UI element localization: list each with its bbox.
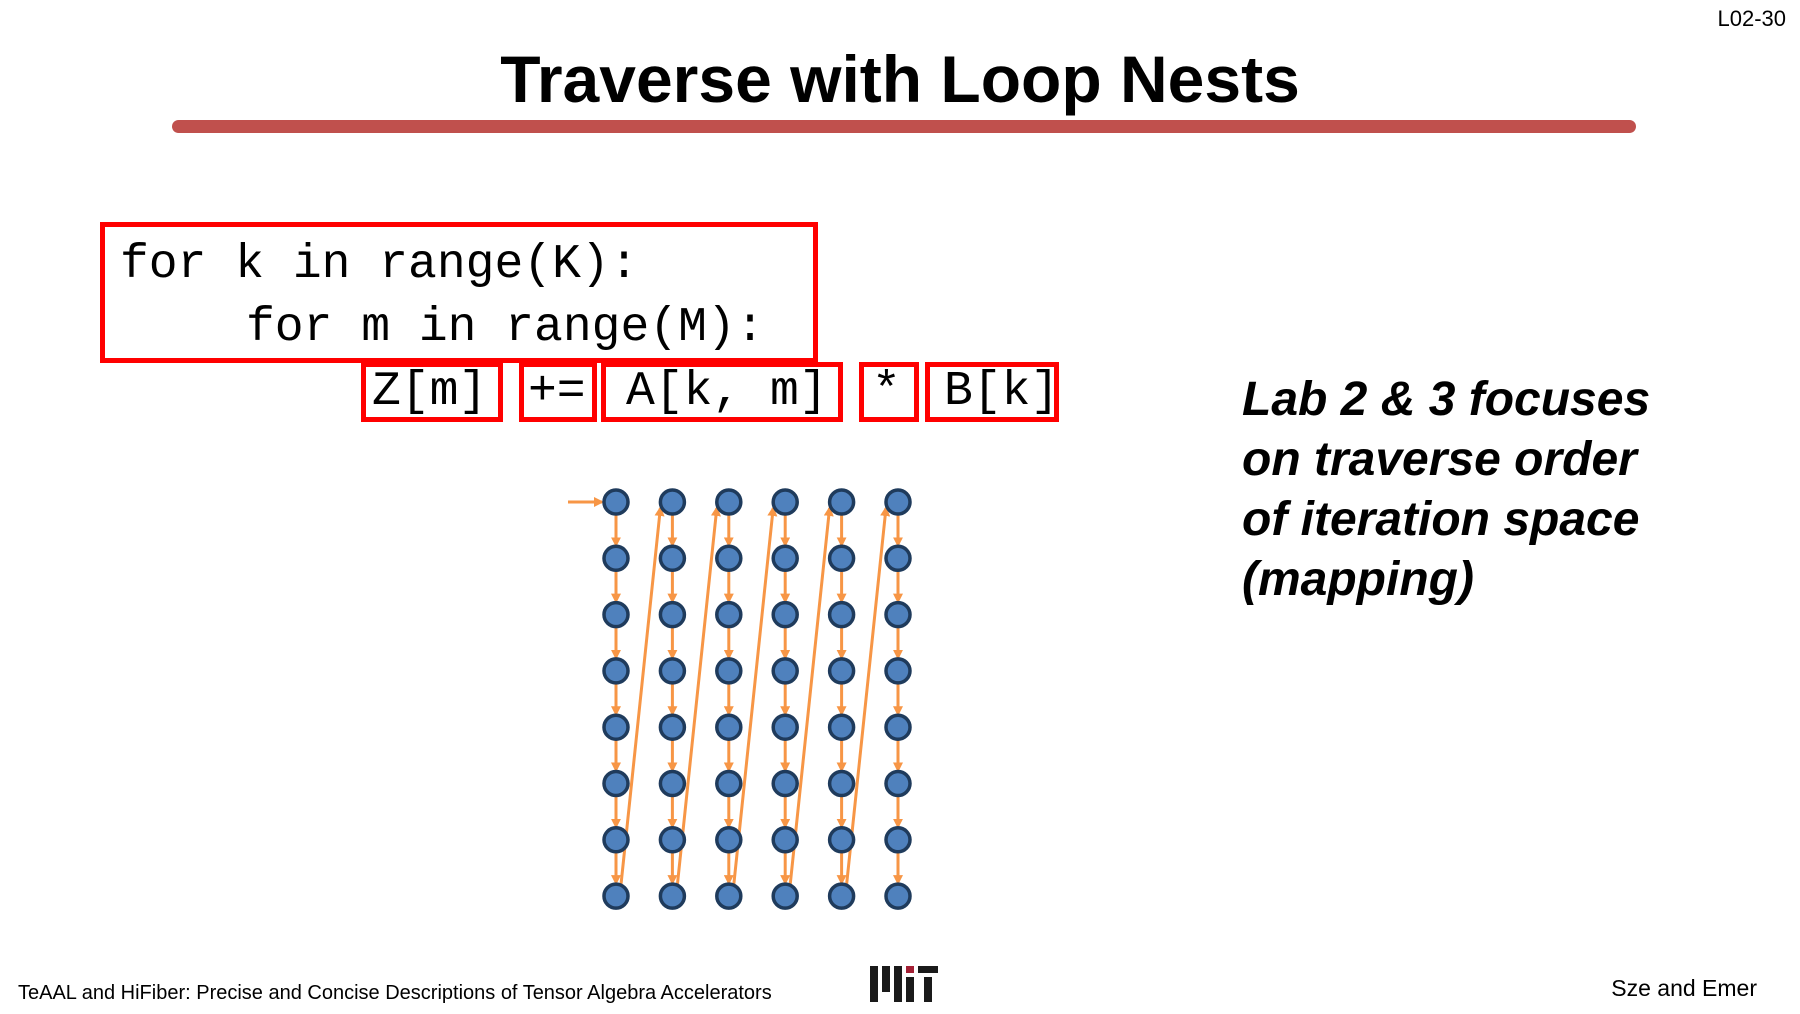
iteration-point bbox=[884, 544, 912, 573]
highlight-box-b bbox=[925, 362, 1059, 422]
iteration-point bbox=[658, 544, 687, 573]
iteration-point bbox=[602, 657, 630, 685]
iteration-point bbox=[884, 882, 912, 910]
highlight-box-plus-equals bbox=[519, 362, 597, 422]
iteration-point bbox=[658, 769, 687, 798]
highlight-box-z bbox=[361, 362, 503, 422]
iteration-point bbox=[771, 488, 799, 516]
iteration-point bbox=[827, 600, 856, 629]
iteration-point bbox=[884, 488, 912, 516]
highlight-box-a bbox=[601, 362, 843, 422]
code-token-z: Z[m] bbox=[372, 365, 488, 419]
traversal-return-arrow bbox=[844, 506, 891, 895]
iteration-point bbox=[827, 713, 856, 741]
iteration-point bbox=[602, 488, 630, 516]
iteration-point bbox=[771, 657, 799, 685]
footer-citation: TeAAL and HiFiber: Precise and Concise D… bbox=[18, 982, 772, 1004]
mit-logo bbox=[870, 966, 938, 1002]
iteration-point bbox=[602, 713, 630, 741]
iteration-point bbox=[771, 544, 799, 573]
traversal-return-arrow bbox=[674, 506, 721, 895]
iteration-point bbox=[658, 826, 687, 854]
iteration-point bbox=[827, 488, 856, 516]
iteration-point bbox=[658, 882, 687, 910]
slide-number: L02-30 bbox=[1717, 6, 1786, 31]
iteration-point bbox=[602, 600, 630, 629]
code-token-plus-equals: += bbox=[528, 365, 586, 419]
side-note: Lab 2 & 3 focuses on traverse order of i… bbox=[1242, 370, 1762, 610]
traversal-return-arrow bbox=[618, 506, 665, 895]
iteration-point bbox=[602, 544, 630, 573]
iteration-point bbox=[884, 826, 912, 854]
title-underline bbox=[172, 120, 1636, 133]
iteration-point bbox=[771, 600, 799, 629]
iteration-point bbox=[771, 713, 799, 741]
code-line-outer-loop: for k in range(K): bbox=[120, 238, 639, 292]
iteration-point bbox=[602, 826, 630, 854]
code-token-a: A[k, m] bbox=[626, 365, 828, 419]
iteration-point bbox=[827, 826, 856, 854]
iteration-point bbox=[771, 769, 799, 798]
code-token-b: B[k] bbox=[944, 365, 1060, 419]
iteration-point bbox=[715, 544, 743, 573]
loop-nest-box bbox=[100, 222, 818, 363]
slide-title: Traverse with Loop Nests bbox=[500, 42, 1300, 116]
iteration-point bbox=[827, 769, 856, 798]
iteration-point bbox=[715, 826, 743, 854]
iteration-point bbox=[827, 544, 856, 573]
iteration-point bbox=[827, 657, 856, 685]
iteration-point bbox=[884, 769, 912, 798]
side-note-line: on traverse order bbox=[1242, 433, 1637, 486]
iteration-point bbox=[658, 657, 687, 685]
iteration-point bbox=[715, 769, 743, 798]
iteration-point bbox=[602, 882, 630, 910]
iteration-point bbox=[771, 826, 799, 854]
iteration-point bbox=[884, 713, 912, 741]
iteration-point bbox=[602, 769, 630, 798]
side-note-line: Lab 2 & 3 focuses bbox=[1242, 373, 1651, 426]
code-token-multiply: * bbox=[872, 365, 901, 419]
traversal-return-arrow bbox=[731, 506, 778, 895]
iteration-point bbox=[771, 882, 799, 910]
iteration-point bbox=[658, 488, 687, 516]
iteration-point bbox=[884, 657, 912, 685]
footer-authors: Sze and Emer bbox=[1611, 975, 1757, 1001]
iteration-point bbox=[884, 600, 912, 629]
iteration-point bbox=[827, 882, 856, 910]
iteration-point bbox=[715, 657, 743, 685]
iteration-point bbox=[715, 488, 743, 516]
side-note-line: (mapping) bbox=[1242, 553, 1474, 606]
highlight-box-multiply bbox=[859, 362, 919, 422]
traversal-return-arrow bbox=[787, 506, 834, 895]
iteration-point bbox=[658, 600, 687, 629]
iteration-point bbox=[715, 600, 743, 629]
iteration-point bbox=[658, 713, 687, 741]
iteration-point bbox=[715, 882, 743, 910]
iteration-point bbox=[715, 713, 743, 741]
side-note-line: of iteration space bbox=[1242, 493, 1640, 546]
code-line-inner-loop: for m in range(M): bbox=[246, 301, 765, 355]
